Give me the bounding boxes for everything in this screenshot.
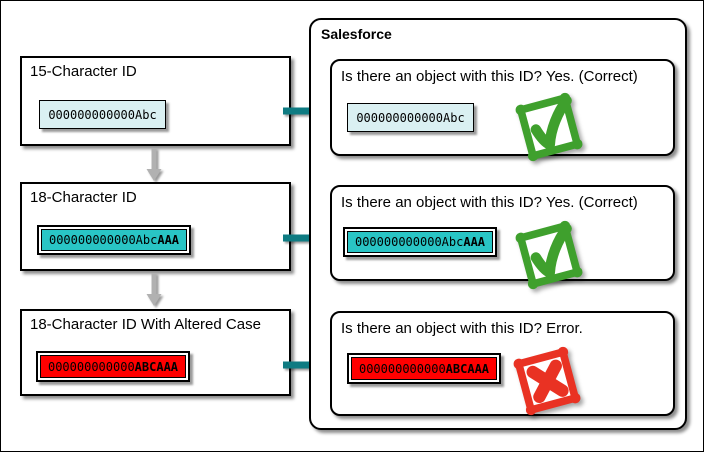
id-value-box-15: 000000000000Abc <box>347 103 474 132</box>
box-title: 18-Character ID <box>30 189 137 206</box>
left-box-18-char-altered-case: 18-Character ID With Altered Case 000000… <box>20 309 291 396</box>
id-text-bold: AAA <box>463 235 486 249</box>
result-question: Is there an object with this ID? Error. <box>341 320 583 337</box>
id-text: 000000000000Abc <box>354 235 464 249</box>
result-box-18-char: Is there an object with this ID? Yes. (C… <box>330 185 675 290</box>
id-text-bold: ABCAAA <box>134 359 179 374</box>
id-text-bold: ABCAAA <box>445 361 490 376</box>
id-value-box-15: 000000000000Abc <box>39 100 166 129</box>
result-box-15-char: Is there an object with this ID? Yes. (C… <box>330 59 675 162</box>
salesforce-panel: Salesforce Is there an object with this … <box>309 18 687 430</box>
check-icon <box>515 220 583 290</box>
down-arrow-icon <box>146 273 162 306</box>
id-text-bold: AAA <box>157 233 180 247</box>
result-box-altered-case: Is there an object with this ID? Error. … <box>330 311 675 416</box>
left-box-15-char-id: 15-Character ID 000000000000Abc <box>20 56 291 146</box>
id-text: 000000000000 <box>47 359 135 374</box>
result-question: Is there an object with this ID? Yes. (C… <box>341 68 638 85</box>
result-question: Is there an object with this ID? Yes. (C… <box>341 194 638 211</box>
box-title: 18-Character ID With Altered Case <box>30 316 261 333</box>
check-icon <box>515 92 583 162</box>
x-icon <box>513 346 581 416</box>
panel-title: Salesforce <box>321 26 392 42</box>
id-text: 000000000000 <box>358 361 446 376</box>
id-text: 000000000000Abc <box>48 233 158 247</box>
id-text: 000000000000Abc <box>356 110 465 125</box>
box-title: 15-Character ID <box>30 63 137 80</box>
down-arrow-icon <box>146 148 162 181</box>
id-text: 000000000000Abc <box>48 107 157 122</box>
